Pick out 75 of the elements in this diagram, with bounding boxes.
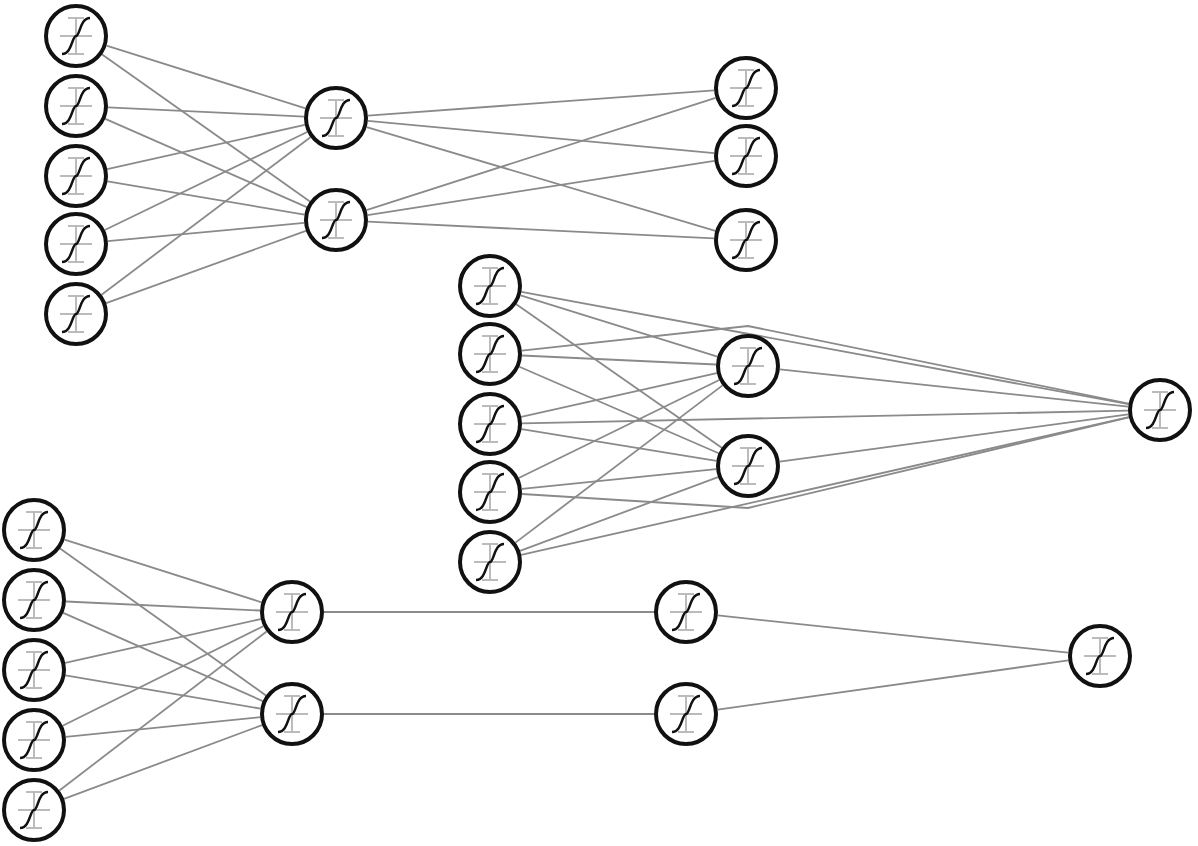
connection-line [107, 106, 305, 118]
connection-line [515, 303, 723, 449]
neuron-circle [44, 74, 108, 138]
connection-line [64, 674, 262, 710]
connection-line [104, 117, 308, 209]
neuron-circle [304, 188, 368, 252]
neuron-circle [716, 434, 780, 498]
connection-line [367, 220, 715, 240]
connection-line [106, 124, 306, 170]
neuron-circle [1128, 378, 1192, 442]
neuron-circle [44, 144, 108, 208]
connection-line [518, 365, 720, 455]
connection-line [365, 126, 717, 232]
connection-line [101, 53, 311, 203]
connection-line [514, 384, 724, 544]
neuron-circle [654, 580, 718, 644]
connection-line [105, 230, 307, 304]
connection-line [517, 379, 721, 479]
connection-line [323, 611, 655, 613]
neuron-circle [458, 530, 522, 594]
connection-line [65, 600, 261, 612]
connection-line [519, 476, 719, 552]
neuron-circle [2, 778, 66, 842]
neuron-circle [2, 708, 66, 772]
neuron-circle [2, 638, 66, 702]
connection-line [61, 625, 265, 727]
neuron-circle [260, 580, 324, 644]
connection-line [520, 372, 718, 418]
neuron-circle [2, 568, 66, 632]
neuron-circle [458, 392, 522, 456]
connection-line [63, 538, 263, 604]
neuron-circle [654, 682, 718, 746]
connection-line [323, 713, 655, 715]
neuron-circle [714, 56, 778, 120]
connection-line [62, 612, 264, 702]
connection-line [520, 290, 1130, 406]
neuron-circle [304, 86, 368, 150]
connection-line [106, 222, 306, 242]
connection-line [63, 724, 263, 800]
neuron-circle [458, 322, 522, 386]
connection-line [64, 618, 262, 664]
connection-line [778, 368, 1130, 408]
connection-line [58, 630, 268, 792]
neuron-circle [458, 460, 522, 524]
connection-line [105, 44, 307, 110]
connection-line [520, 428, 718, 462]
neuron-circle [714, 124, 778, 188]
neuron-circle [714, 208, 778, 272]
connection-line [106, 180, 306, 216]
neuron-circle [458, 254, 522, 318]
connection-line [103, 131, 309, 231]
connection-line [100, 136, 312, 296]
connection-line [366, 160, 716, 216]
neuron-circle [44, 282, 108, 346]
connection-line [64, 716, 262, 738]
connection-line [365, 96, 717, 212]
connection-line [716, 614, 1070, 654]
connection-line [520, 325, 1130, 405]
neuron-circle [1068, 624, 1132, 688]
connection-line [367, 89, 715, 117]
connection-line [59, 547, 267, 697]
connection-line [366, 120, 716, 154]
connection-line [778, 413, 1130, 463]
neuron-circle [2, 498, 66, 562]
neuron-circle [44, 4, 108, 68]
neuron-circle [260, 682, 324, 746]
connection-line [521, 354, 717, 366]
connection-line [521, 409, 1129, 425]
connection-line [716, 659, 1070, 711]
connection-line [520, 416, 1130, 556]
neuron-circle [44, 212, 108, 276]
connection-line [519, 294, 719, 358]
neuron-circle [716, 334, 780, 398]
connection-line [520, 468, 718, 490]
connection-line [521, 416, 1130, 509]
